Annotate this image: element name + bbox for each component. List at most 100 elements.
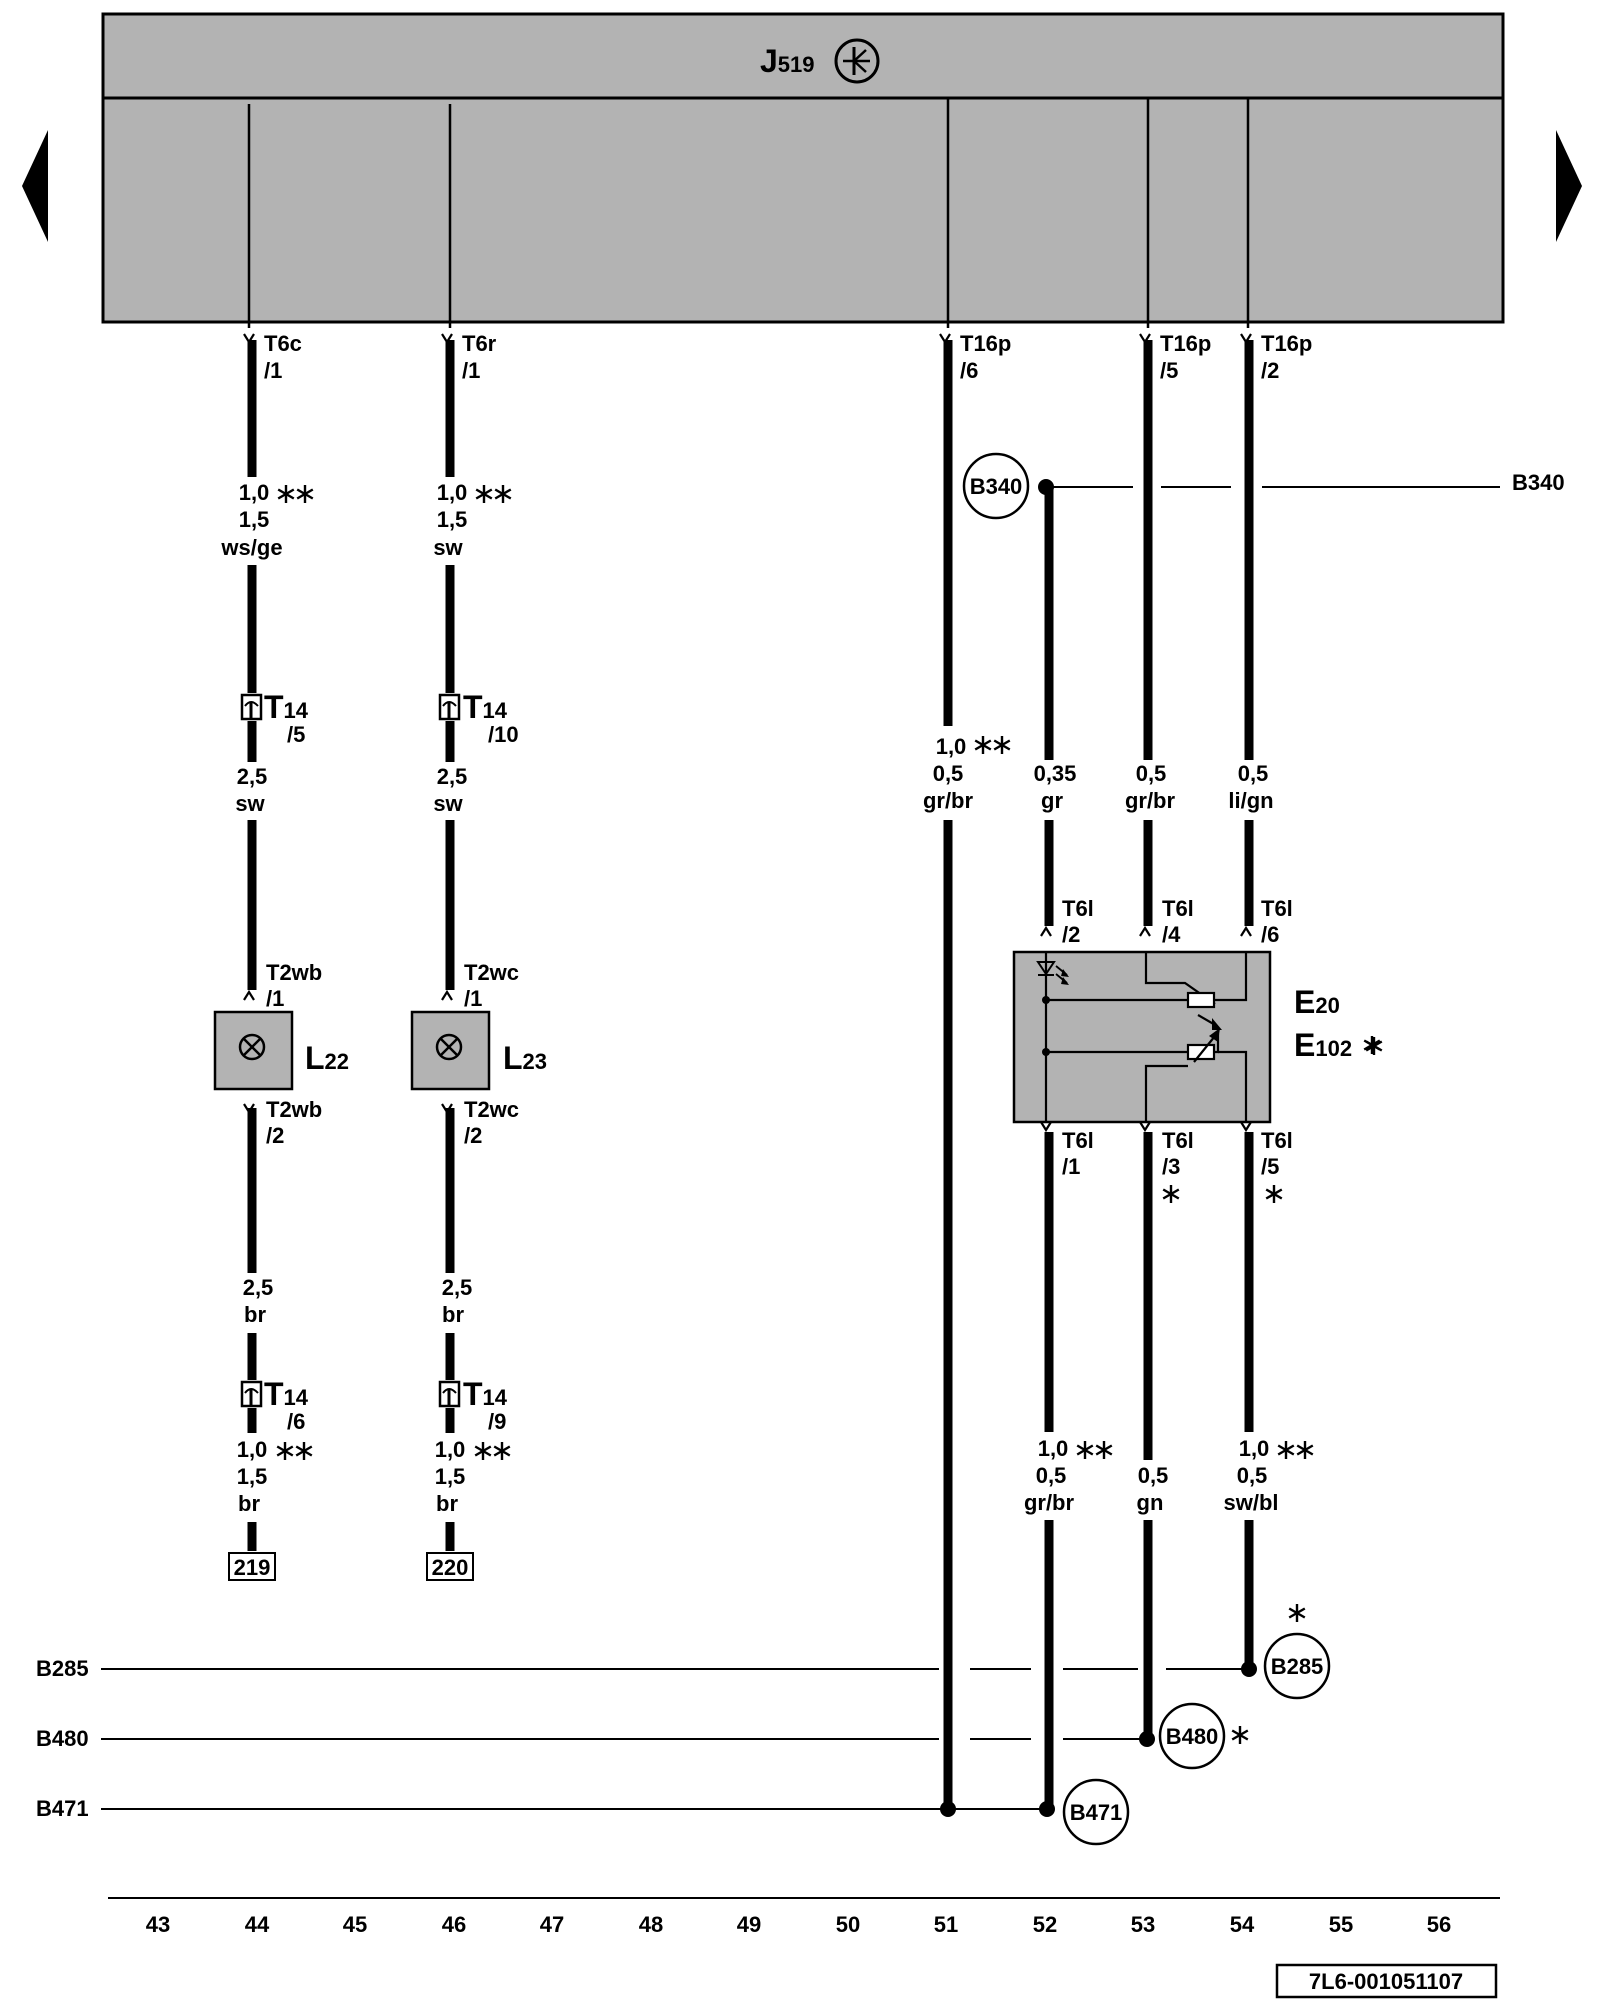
wire-spec: 1,0 1,5 ws/ge xyxy=(220,480,282,560)
switch-pin-number: /3 xyxy=(1162,1154,1180,1179)
switch-top-pins: T6l /2 T6l /4 T6l /6 xyxy=(1062,896,1293,947)
potentiometer-icon xyxy=(1186,991,1222,1030)
wire-cross-section: 1,0 xyxy=(1038,1436,1069,1461)
wire-cross-section: 1,5 xyxy=(437,507,468,532)
wire-cross-section: 1,5 xyxy=(239,507,270,532)
double-asterisk-icon xyxy=(474,1440,511,1462)
lamp-connector-pin: /2 xyxy=(464,1123,482,1148)
junction-dot xyxy=(1038,479,1054,495)
double-asterisk-icon xyxy=(276,1440,313,1462)
wire-spec: 2,5 br xyxy=(243,1275,274,1327)
wire-specs: 1,0 1,5 ws/ge 1,0 1,5 sw 2,5 sw 2,5 sw 2… xyxy=(220,480,1278,1516)
connector-pin: /6 xyxy=(287,1409,305,1434)
next-page-arrow-icon[interactable] xyxy=(1556,130,1582,242)
track-number: 46 xyxy=(442,1912,466,1937)
switch-pin-label: T6l xyxy=(1261,896,1293,921)
ground-point-label: B480 xyxy=(1166,1724,1219,1749)
double-asterisk-icon xyxy=(1075,1439,1114,1461)
figure-id: 7L6-001051107 xyxy=(1275,1963,1498,1999)
double-asterisk-icon xyxy=(974,734,1011,756)
switch-pin-label: T6l xyxy=(1062,1128,1094,1153)
ground-points: B340 B340 B285 B285 B480 B480 B471 B471 xyxy=(36,452,1565,1846)
t14-connector: T14 /5 xyxy=(240,689,309,747)
wire-spec: 1,0 1,5 br xyxy=(237,1437,268,1516)
wire-spec: 1,0 0,5 gr/br xyxy=(923,734,974,813)
wire-colour: gn xyxy=(1137,1490,1164,1515)
track-number: 49 xyxy=(737,1912,761,1937)
ground-point-label: B471 xyxy=(1070,1800,1123,1825)
track-number: 50 xyxy=(836,1912,860,1937)
track-number: 44 xyxy=(245,1912,270,1937)
junction-dot xyxy=(1241,1661,1257,1677)
wire-spec: 0,35 gr xyxy=(1034,761,1077,813)
asterisk-icon xyxy=(1161,1183,1181,1205)
switch-junctions xyxy=(1042,996,1050,1056)
lamp-connector-label: T2wc xyxy=(464,960,519,985)
pin-arrows xyxy=(243,333,1252,1133)
pin-number: /1 xyxy=(264,358,282,383)
pin-number: /6 xyxy=(960,358,978,383)
wire-cross-section: 0,5 xyxy=(1138,1463,1169,1488)
ground-point-b471 xyxy=(1062,1778,1130,1846)
junction-dot xyxy=(1039,1801,1055,1817)
connector-pin: /10 xyxy=(488,722,519,747)
track-number: 43 xyxy=(146,1912,170,1937)
track-number: 47 xyxy=(540,1912,564,1937)
ground-point-b285 xyxy=(1263,1632,1331,1700)
connector-socket-icon xyxy=(240,1380,263,1408)
connector-socket-icon xyxy=(438,693,461,721)
wire-cross-section: 1,0 xyxy=(1239,1436,1270,1461)
reference-box-219[interactable]: 219 xyxy=(228,1552,276,1581)
pin-number: /2 xyxy=(1261,358,1279,383)
reference-number: 220 xyxy=(432,1555,469,1580)
switch-pin-number: /4 xyxy=(1162,922,1181,947)
t14-connectors: T14 /5 T14 /10 T14 /6 xyxy=(240,689,519,1434)
connector-label: T14 xyxy=(463,689,508,725)
track-number: 56 xyxy=(1427,1912,1451,1937)
connector-label: T14 xyxy=(264,689,309,725)
switch-bottom-pins: T6l /1 T6l /3 T6l /5 xyxy=(1062,1128,1293,1179)
wire-spec: 1,0 0,5 sw/bl xyxy=(1223,1436,1278,1515)
pin-label: T16p xyxy=(1160,331,1211,356)
wire-cross-section: 0,5 xyxy=(1136,761,1167,786)
track-number: 55 xyxy=(1329,1912,1353,1937)
wire-spec: 1,0 1,5 sw xyxy=(433,480,467,560)
junction-dot xyxy=(1139,1731,1155,1747)
switch-pin-number: /5 xyxy=(1261,1154,1279,1179)
switch-pin-label: T6l xyxy=(1261,1128,1293,1153)
connector-label: T14 xyxy=(463,1376,508,1412)
lamp-connector-label: T2wb xyxy=(266,1097,322,1122)
wire-cross-section: 0,5 xyxy=(933,761,964,786)
bus-symbol-icon xyxy=(834,38,880,84)
prev-page-arrow-icon[interactable] xyxy=(22,130,48,242)
reference-box-220[interactable]: 220 xyxy=(426,1552,474,1581)
pin-number: /1 xyxy=(462,358,480,383)
track-number: 54 xyxy=(1230,1912,1255,1937)
wire-cross-section: 2,5 xyxy=(237,764,268,789)
lamp-l23: T2wc /1 L23 T2wc /2 xyxy=(410,960,547,1148)
wire-spec: 2,5 br xyxy=(442,1275,473,1327)
asterisk-icon xyxy=(1230,1724,1250,1746)
wire-cross-section: 1,0 xyxy=(239,480,270,505)
switch-pin-number: /6 xyxy=(1261,922,1279,947)
wire-cross-section: 2,5 xyxy=(442,1275,473,1300)
switch-label-e20: E20 xyxy=(1294,984,1340,1020)
wire-cross-section: 0,5 xyxy=(1237,1463,1268,1488)
ground-point-label: B285 xyxy=(1271,1654,1324,1679)
double-asterisk-icon xyxy=(1276,1439,1315,1461)
t14-connector: T14 /6 xyxy=(240,1376,309,1434)
switch-e20-e102: T6l /2 T6l /4 T6l /6 xyxy=(1012,896,1384,1179)
wire-colour: ws/ge xyxy=(220,535,282,560)
bus-label-b340: B340 xyxy=(1512,470,1565,495)
wire-colour: gr/br xyxy=(923,788,974,813)
switch-pin-number: /1 xyxy=(1062,1154,1080,1179)
wire-colour: li/gn xyxy=(1228,788,1273,813)
led-icon xyxy=(1036,961,1069,985)
lamp-connector-label: T2wb xyxy=(266,960,322,985)
double-asterisk-icon xyxy=(277,483,314,505)
asterisk-icon xyxy=(1287,1602,1307,1624)
wire-cross-section: 2,5 xyxy=(437,764,468,789)
lamp-label: L22 xyxy=(305,1040,349,1076)
switch-label-e102: E102 xyxy=(1294,1027,1352,1063)
